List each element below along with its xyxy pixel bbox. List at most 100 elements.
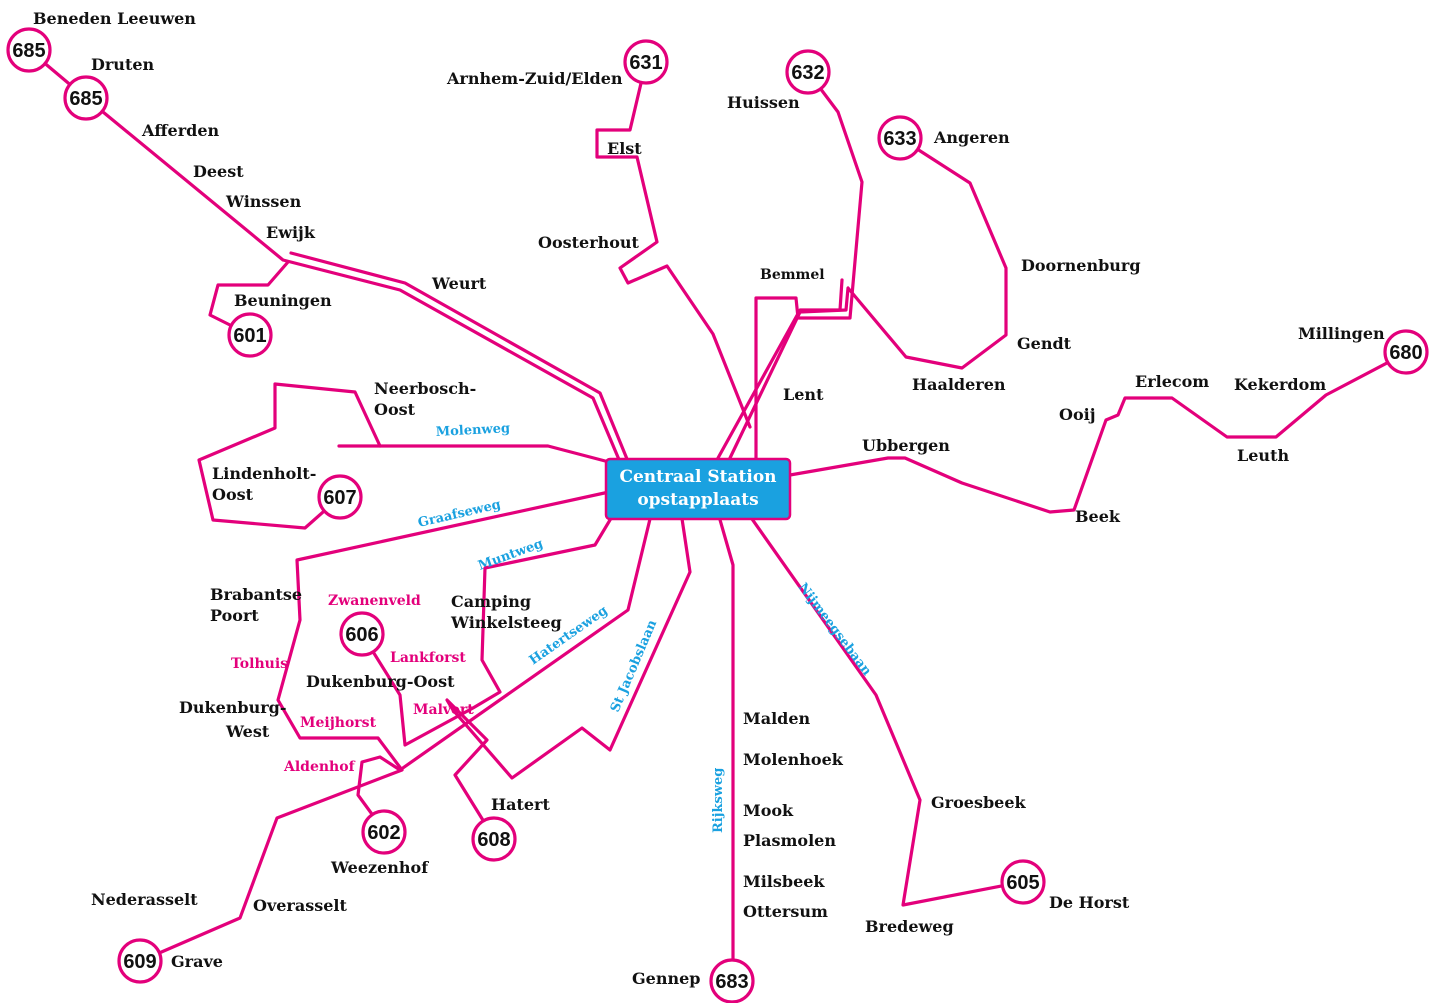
place-label: Brabantse	[210, 585, 302, 604]
place-label: Gennep	[632, 969, 700, 988]
subarea-label: Malvert	[413, 702, 474, 718]
central-station-hub[interactable]: Centraal Station opstapplaats	[604, 457, 792, 521]
route-badge-685b[interactable]: 685	[63, 75, 109, 121]
place-label: Gendt	[1017, 334, 1072, 353]
place-label: Deest	[193, 162, 244, 181]
place-label: Overasselt	[253, 896, 347, 915]
place-label: Plasmolen	[743, 831, 836, 850]
route-number: 632	[791, 62, 824, 84]
route-number: 602	[367, 822, 400, 844]
route-badge-680[interactable]: 680	[1383, 329, 1429, 375]
street-label: Nijmeegsebaan	[795, 580, 875, 679]
route-number: 608	[477, 829, 510, 851]
place-label: Weurt	[431, 274, 487, 293]
place-label: Oosterhout	[538, 233, 640, 252]
place-label: Beuningen	[234, 291, 332, 310]
place-label: West	[225, 722, 270, 741]
route-number: 606	[345, 624, 378, 646]
route-badge-609[interactable]: 609	[117, 938, 163, 984]
route-line-607-loop	[197, 382, 382, 530]
route-number: 601	[233, 325, 266, 347]
place-label: Kekerdom	[1234, 375, 1326, 394]
place-label: Dukenburg-Oost	[306, 672, 455, 691]
place-label: Winkelsteeg	[450, 613, 562, 632]
place-label: Arnhem-Zuid/Elden	[446, 69, 623, 88]
subarea-label: Meijhorst	[300, 715, 377, 731]
place-label: Malden	[743, 709, 811, 728]
hub-subtitle: opstapplaats	[637, 490, 758, 510]
route-badge-685a[interactable]: 685	[6, 27, 52, 73]
subarea-label: Tolhuis	[231, 656, 288, 672]
route-badge-601[interactable]: 601	[227, 312, 273, 358]
route-line-606	[360, 493, 627, 747]
route-line-602	[356, 488, 659, 834]
route-badge-608[interactable]: 608	[471, 816, 517, 862]
route-badge-632[interactable]: 632	[785, 49, 831, 95]
route-line-685	[27, 48, 622, 464]
place-label: Bemmel	[760, 267, 825, 283]
place-label: Ooij	[1059, 405, 1095, 424]
route-badge-602[interactable]: 602	[361, 809, 407, 855]
place-label: Huissen	[727, 93, 800, 112]
place-label: Doornenburg	[1021, 256, 1141, 275]
subarea-labels: Zwanenveld Lankforst Tolhuis Meijhorst M…	[231, 593, 474, 775]
route-line-633	[728, 136, 1008, 460]
route-badge-605[interactable]: 605	[1000, 859, 1046, 905]
place-label: Leuth	[1237, 446, 1289, 465]
place-label: Lindenholt-	[212, 464, 316, 483]
hub-box	[604, 457, 792, 521]
place-label: Grave	[171, 952, 223, 971]
route-badge-606[interactable]: 606	[339, 611, 385, 657]
route-number: 685	[69, 88, 102, 110]
route-line-685-parallel	[289, 251, 629, 461]
place-label: Winssen	[225, 192, 302, 211]
subarea-label: Aldenhof	[283, 759, 356, 775]
street-label: Molenweg	[435, 421, 510, 440]
place-label: Camping	[451, 592, 531, 611]
place-label: Mook	[743, 801, 794, 820]
route-number: 609	[123, 951, 156, 973]
route-number: 680	[1389, 342, 1422, 364]
place-label: Beek	[1075, 507, 1121, 526]
place-label: Erlecom	[1135, 372, 1209, 391]
route-number: 631	[629, 52, 662, 74]
place-label: Molenhoek	[743, 750, 844, 769]
route-badges: 685 685 631 632 633 601 607 606 680 602 …	[6, 27, 1429, 1003]
place-label: Oost	[212, 485, 254, 504]
route-badge-633[interactable]: 633	[877, 115, 923, 161]
place-label: Neerbosch-	[374, 379, 476, 398]
route-line-607	[337, 444, 611, 464]
place-label: Hatert	[491, 795, 550, 814]
place-labels: Beneden Leeuwen Druten Afferden Deest Wi…	[33, 9, 1385, 988]
place-label: Groesbeek	[931, 793, 1027, 812]
street-label: Rijksweg	[711, 768, 726, 833]
place-label: Elst	[607, 139, 642, 158]
route-number: 605	[1006, 872, 1039, 894]
place-label: Weezenhof	[330, 858, 429, 877]
hub-title: Centraal Station	[619, 467, 776, 487]
subarea-label: Lankforst	[390, 650, 466, 666]
route-line-601	[208, 260, 290, 337]
place-label: Lent	[783, 385, 824, 404]
place-label: Beneden Leeuwen	[33, 9, 196, 28]
place-label: Ubbergen	[862, 436, 950, 455]
route-line-683	[710, 490, 735, 980]
route-number: 607	[323, 487, 356, 509]
place-label: Druten	[91, 55, 155, 74]
route-line-631	[595, 60, 752, 429]
route-lines	[27, 48, 1410, 980]
route-badge-607[interactable]: 607	[317, 474, 363, 520]
route-line-632-lent	[716, 278, 844, 460]
place-label: Bredeweg	[865, 917, 954, 936]
place-label: Oost	[374, 400, 416, 419]
place-label: Ottersum	[743, 902, 828, 921]
place-label: Millingen	[1298, 324, 1385, 343]
route-number: 685	[12, 40, 45, 62]
place-label: Ewijk	[266, 223, 316, 242]
route-badge-683[interactable]: 683	[709, 958, 755, 1003]
subarea-label: Zwanenveld	[328, 593, 421, 609]
route-badge-631[interactable]: 631	[623, 39, 669, 85]
place-label: Nederasselt	[91, 890, 198, 909]
place-label: Angeren	[933, 128, 1010, 147]
route-line-609	[141, 490, 611, 962]
